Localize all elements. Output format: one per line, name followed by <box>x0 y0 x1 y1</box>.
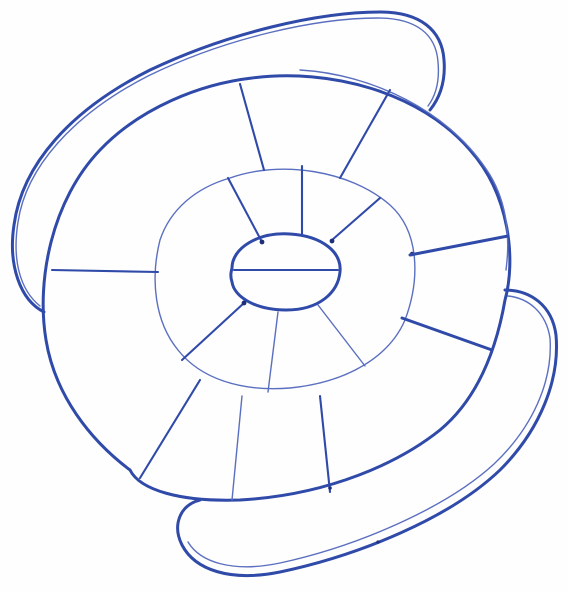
junction-dot-5 <box>328 486 332 490</box>
outer-ring <box>43 76 510 500</box>
spoke-inner-1 <box>228 178 262 242</box>
outer-arm-top-left-inner <box>16 18 438 306</box>
junction-dot-1 <box>260 240 265 245</box>
junction-dot-3 <box>242 301 247 306</box>
spoke-outer-6 <box>140 380 200 478</box>
ink-strokes <box>12 12 556 576</box>
spoke-inner-4 <box>182 303 244 360</box>
outer-arm-bottom-right <box>178 290 557 576</box>
junction-dot-6 <box>376 540 379 543</box>
spoke-outer-3 <box>410 236 508 255</box>
spoke-outer-8 <box>320 396 330 492</box>
inner-ellipse <box>231 234 340 310</box>
spoke-inner-5 <box>268 312 278 392</box>
spoke-outer-7 <box>232 396 242 500</box>
spoke-outer-4 <box>402 318 492 350</box>
junction-dot-2 <box>330 239 335 244</box>
outer-arm-top-left <box>12 12 444 312</box>
spoke-inner-6 <box>318 305 365 366</box>
spoke-inner-3 <box>332 198 380 240</box>
spoke-outer-1 <box>240 84 264 170</box>
spoke-outer-5 <box>52 270 158 272</box>
spoke-outer-2 <box>340 90 390 178</box>
